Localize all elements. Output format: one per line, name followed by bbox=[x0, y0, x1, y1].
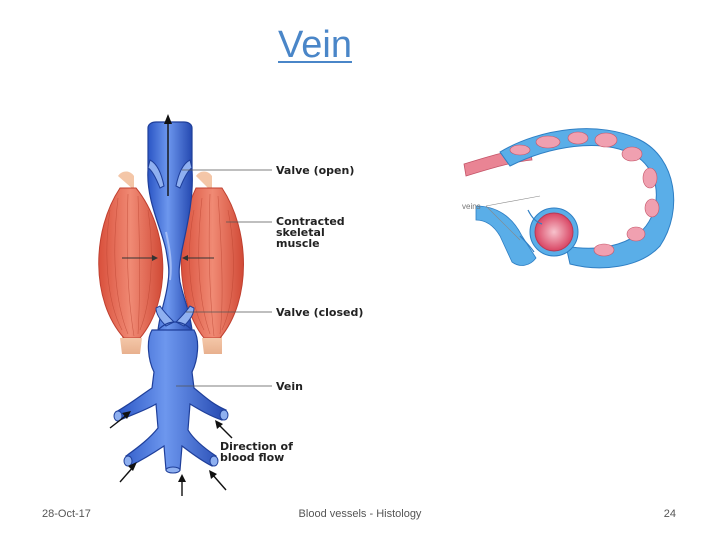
valve-closed-edge bbox=[157, 321, 193, 331]
label-direction-2: blood flow bbox=[220, 451, 284, 464]
branch-opening-right-lower bbox=[209, 455, 219, 467]
label-contracted-2: skeletal bbox=[276, 226, 325, 239]
footer-center-text: Blood vessels - Histology bbox=[298, 508, 422, 520]
label-leader-lines bbox=[176, 169, 272, 387]
branch-opening-bottom bbox=[165, 466, 181, 474]
vein-main bbox=[113, 114, 229, 474]
inset-leader-2 bbox=[485, 205, 521, 241]
footer-date: 28-Oct-17 bbox=[42, 508, 91, 520]
label-valve-open: Valve (open) bbox=[276, 164, 354, 177]
label-contracted-3: muscle bbox=[276, 237, 320, 250]
inset-vein-network: veins bbox=[462, 120, 686, 280]
inset-artery-lumen bbox=[534, 212, 574, 252]
direction-of-flow-arrows bbox=[109, 411, 233, 496]
inset-leader-1 bbox=[485, 195, 541, 207]
valve-closed-cusp-left bbox=[155, 305, 175, 327]
slide-title: Vein bbox=[278, 24, 352, 66]
inset-pink-islands bbox=[509, 131, 660, 257]
right-muscle-fibers bbox=[189, 193, 234, 337]
branch-opening-left-lower bbox=[123, 455, 133, 467]
label-direction-1: Direction of bbox=[220, 440, 293, 453]
label-valve-closed: Valve (closed) bbox=[276, 306, 363, 319]
label-vein: Vein bbox=[276, 380, 303, 393]
inset-label-veins: veins bbox=[462, 202, 481, 211]
vein-highlight bbox=[165, 231, 172, 281]
label-contracted-1: Contracted bbox=[276, 215, 345, 228]
left-muscle-fibers bbox=[106, 193, 152, 337]
right-muscle-lower-tendon bbox=[202, 338, 222, 354]
valve-open-cusp-left bbox=[147, 159, 165, 189]
compression-arrows bbox=[122, 255, 214, 261]
footer-page-number: 24 bbox=[663, 508, 676, 520]
upward-flow-arrowhead bbox=[164, 114, 172, 124]
branch-opening-right-upper bbox=[219, 409, 229, 421]
inset-vein-tube-left bbox=[475, 205, 537, 266]
left-muscle-lower-tendon bbox=[120, 338, 142, 354]
left-skeletal-muscle bbox=[98, 171, 164, 354]
